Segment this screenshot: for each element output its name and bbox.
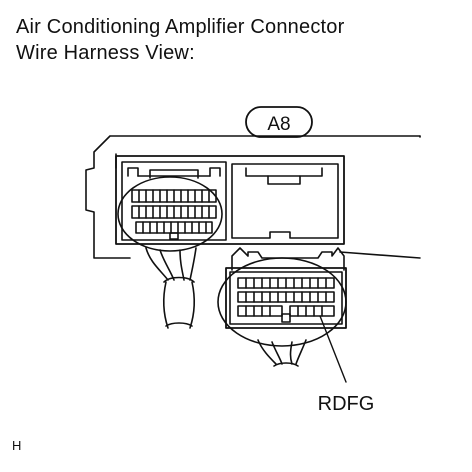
- terminal-leader-line: [319, 315, 347, 383]
- left-connector: [115, 155, 345, 245]
- connector-id-text: A8: [267, 114, 290, 135]
- left-wire-harness: [117, 176, 223, 329]
- terminal-label: RDFG: [318, 393, 375, 415]
- corner-code: H: [12, 438, 22, 453]
- title-line-1: Air Conditioning Amplifier Connector: [16, 16, 345, 38]
- diagram-title: Air Conditioning Amplifier Connector Wir…: [16, 14, 344, 66]
- connector-id-bubble: A8: [245, 106, 313, 138]
- right-connector: [225, 247, 347, 329]
- title-line-2: Wire Harness View:: [16, 42, 195, 64]
- right-wire-harness: [217, 257, 347, 367]
